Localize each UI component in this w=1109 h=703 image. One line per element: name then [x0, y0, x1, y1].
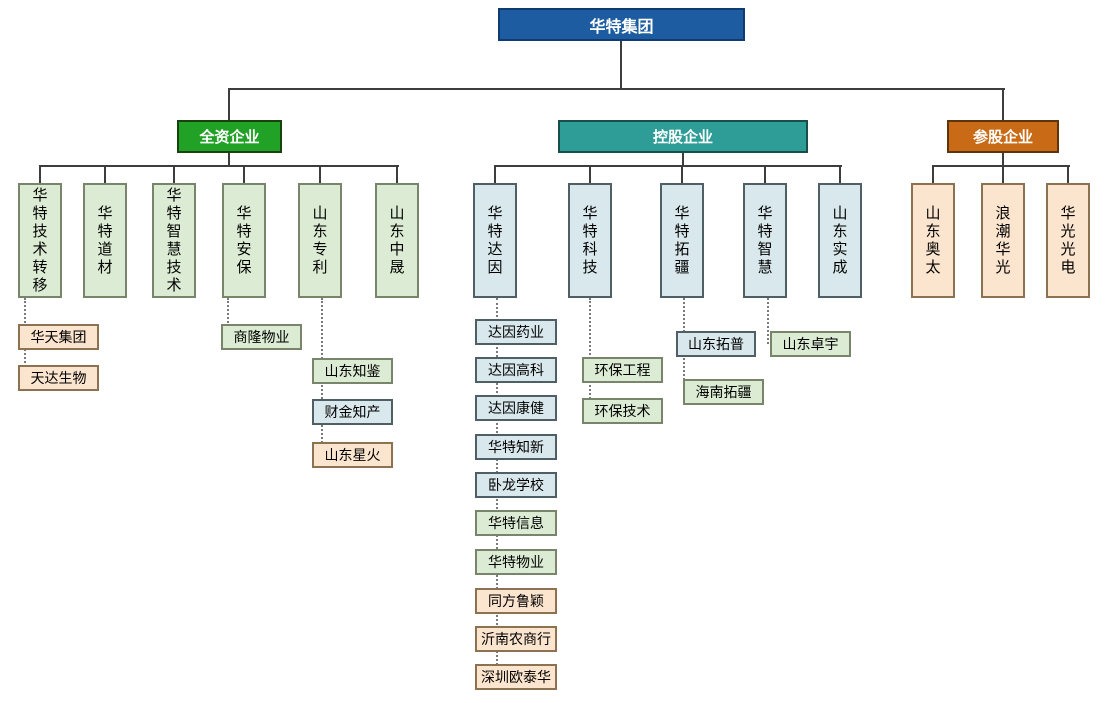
connector-line: [1002, 165, 1004, 183]
connector-line: [40, 165, 399, 167]
connector-line: [1002, 88, 1004, 120]
root-node-label: 华特集团: [589, 16, 654, 36]
group-header-wholly-owned: 全资企业: [177, 120, 282, 153]
connector-line: [228, 153, 230, 166]
connector-line: [495, 165, 842, 167]
subsidiary-node: 华特智慧: [743, 183, 787, 298]
subsidiary-node: 山东实成: [818, 183, 862, 298]
sub-subsidiary-node: 商隆物业: [221, 324, 302, 350]
sub-subsidiary-node: 天达生物: [18, 365, 99, 391]
connector-line: [228, 88, 230, 120]
sub-subsidiary-node: 卧龙学校: [475, 472, 557, 498]
subsidiary-node: 华特智慧技术: [152, 183, 196, 298]
subsidiary-node: 浪潮华光: [981, 183, 1025, 298]
subsidiary-node: 华特拓疆: [660, 183, 704, 298]
sub-subsidiary-node: 山东星火: [312, 442, 393, 468]
sub-subsidiary-node: 环保工程: [582, 357, 663, 383]
connector-line: [243, 165, 245, 183]
sub-subsidiary-node: 山东卓宇: [770, 331, 851, 357]
connector-line: [39, 165, 41, 183]
connector-line: [764, 165, 766, 183]
subsidiary-node: 山东奥太: [911, 183, 955, 298]
subsidiary-node: 华特道材: [83, 183, 127, 298]
dotted-connector: [767, 298, 769, 344]
dotted-connector: [589, 298, 591, 411]
subsidiary-node: 华特安保: [222, 183, 266, 298]
sub-subsidiary-node: 沂南农商行: [475, 626, 557, 652]
connector-line: [396, 165, 398, 183]
sub-subsidiary-node: 达因高科: [475, 357, 557, 383]
subsidiary-node: 华特技术转移: [18, 183, 62, 298]
dotted-connector: [227, 298, 229, 338]
sub-subsidiary-node: 财金知产: [312, 399, 393, 425]
connector-line: [839, 165, 841, 183]
connector-line: [681, 165, 683, 183]
sub-subsidiary-node: 华天集团: [18, 324, 99, 350]
connector-line: [1067, 165, 1069, 183]
group-header-label: 全资企业: [199, 128, 260, 146]
connector-line: [682, 153, 684, 166]
sub-subsidiary-node: 山东知鉴: [312, 358, 393, 384]
connector-line: [319, 165, 321, 183]
connector-line: [173, 165, 175, 183]
sub-subsidiary-node: 华特知新: [475, 434, 557, 460]
group-header-label: 参股企业: [972, 128, 1033, 146]
sub-subsidiary-node: 达因康健: [475, 395, 557, 421]
subsidiary-node: 山东专利: [298, 183, 342, 298]
subsidiary-node: 山东中晟: [375, 183, 419, 298]
connector-line: [933, 165, 1070, 167]
group-header-label: 控股企业: [652, 128, 713, 146]
sub-subsidiary-node: 环保技术: [582, 398, 663, 424]
group-header-holding: 控股企业: [558, 120, 808, 153]
sub-subsidiary-node: 山东拓普: [676, 331, 756, 357]
sub-subsidiary-node: 同方鲁颖: [475, 588, 557, 614]
connector-line: [104, 165, 106, 183]
subsidiary-node: 华光光电: [1046, 183, 1090, 298]
connector-line: [1002, 153, 1004, 166]
connector-line: [589, 165, 591, 183]
group-header-minority-stake: 参股企业: [947, 120, 1059, 153]
sub-subsidiary-node: 深圳欧泰华: [475, 664, 557, 690]
connector-line: [932, 165, 934, 183]
connector-line: [494, 165, 496, 183]
sub-subsidiary-node: 海南拓疆: [683, 379, 764, 405]
subsidiary-node: 华特达因: [473, 183, 517, 298]
root-node: 华特集团: [498, 8, 745, 41]
subsidiary-node: 华特科技: [568, 183, 612, 298]
sub-subsidiary-node: 华特信息: [475, 510, 557, 536]
connector-line: [229, 88, 1005, 90]
sub-subsidiary-node: 达因药业: [475, 319, 557, 345]
sub-subsidiary-node: 华特物业: [475, 549, 557, 575]
connector-line: [620, 39, 622, 89]
